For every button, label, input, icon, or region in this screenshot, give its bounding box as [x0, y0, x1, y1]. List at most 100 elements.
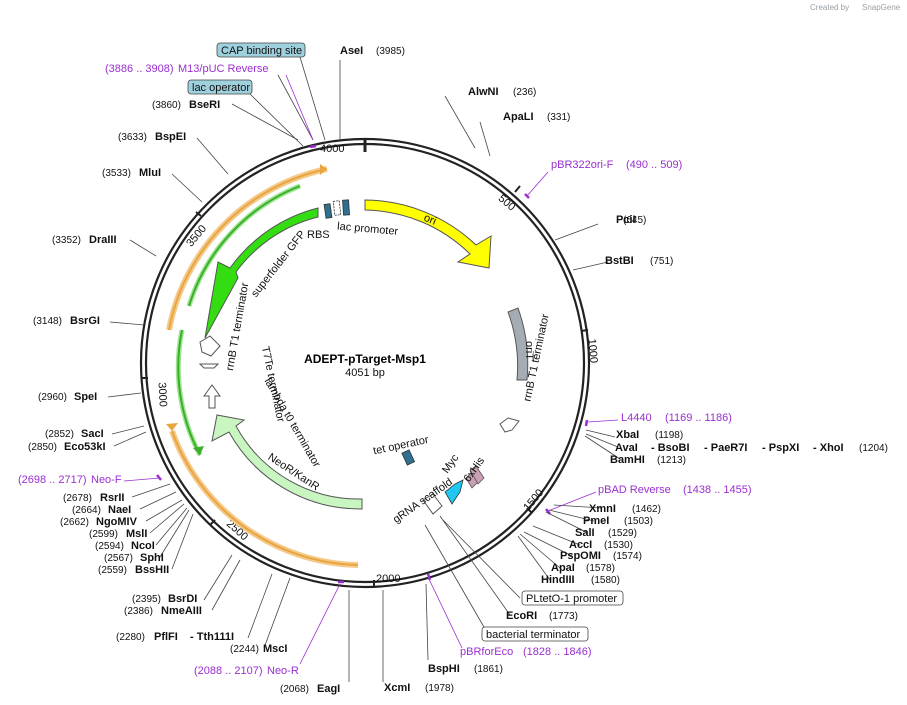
tick-label-3000: 3000 — [156, 382, 169, 407]
cyan-arrow-feature[interactable] — [444, 479, 464, 505]
site-apali[interactable]: ApaLI — [503, 111, 534, 123]
leader-lines — [107, 56, 621, 682]
site-rsrii[interactable]: RsrII — [100, 492, 124, 504]
site-xhoi[interactable]: - XhoI — [813, 442, 844, 454]
site-avai[interactable]: AvaI — [615, 442, 638, 454]
site-apai[interactable]: ApaI — [551, 562, 575, 574]
site-pmei[interactable]: PmeI — [583, 515, 609, 527]
site-xmni[interactable]: XmnI — [589, 503, 616, 515]
site-bsrdi[interactable]: BsrDI — [168, 593, 197, 605]
site-bamhi[interactable]: BamHI — [610, 454, 645, 466]
site-spei[interactable]: SpeI — [74, 391, 97, 403]
primer-pbrforeco-name: pBRforEco — [460, 646, 513, 658]
site-bamhi-coord: (1213) — [657, 455, 686, 466]
site-xcmi[interactable]: XcmI — [384, 682, 410, 694]
site-bsobi[interactable]: - BsoBI — [651, 442, 690, 454]
site-rsrii-coord: (2678) — [63, 493, 92, 504]
tet-operator-feature[interactable] — [401, 449, 416, 466]
boxed-cap-binding-site[interactable]: CAP binding site — [216, 42, 306, 58]
site-alwni[interactable]: AlwNI — [468, 86, 499, 98]
boxed-lac-operator[interactable]: lac operator — [187, 79, 253, 95]
site-paer7i[interactable]: - PaeR7I — [704, 442, 747, 454]
primer-neor-coord: (2088 .. 2107) — [194, 665, 263, 677]
boxed-pltet-promoter[interactable]: PLtetO-1 promoter — [521, 590, 624, 606]
site-pcii[interactable]: PciI — [616, 214, 636, 226]
lac-promoter-label: lac promoter — [337, 221, 399, 238]
site-bsrgi-coord: (3148) — [33, 316, 62, 327]
orit-feature[interactable] — [507, 307, 529, 381]
site-nmeaiii[interactable]: NmeAIII — [161, 605, 202, 617]
site-bsrgi[interactable]: BsrGI — [70, 315, 100, 327]
site-bsphi-coord: (1861) — [474, 664, 503, 675]
site-eco53ki[interactable]: Eco53kI — [64, 441, 106, 453]
site-hindiii[interactable]: HindIII — [541, 574, 575, 586]
plasmid-name: ADEPT-pTarget-Msp1 — [304, 352, 426, 366]
rrnb-terminator-left[interactable] — [199, 335, 221, 357]
rbs-feature[interactable] — [323, 203, 333, 219]
site-msci-coord: (2244) — [230, 644, 259, 655]
site-saci[interactable]: SacI — [81, 428, 104, 440]
primer-leader-lines — [123, 74, 619, 665]
primer-m13-name: M13/pUC Reverse — [178, 63, 268, 75]
site-acci[interactable]: AccI — [569, 539, 592, 551]
site-bsphi[interactable]: BspHI — [428, 663, 460, 675]
lambda-t0-terminator-feature[interactable] — [203, 384, 221, 409]
6xhis-label: 6xHis — [461, 455, 487, 485]
primer-m13-coord: (3886 .. 3908) — [105, 63, 174, 75]
site-bsshii-coord: (2559) — [98, 565, 127, 576]
t7te-terminator-feature[interactable] — [198, 363, 220, 369]
rrnb-terminator-right[interactable] — [499, 417, 520, 433]
grna-scaffold-feature[interactable] — [422, 493, 443, 515]
orange-arc-upper-head — [320, 164, 327, 175]
site-bsrdi-coord: (2395) — [132, 594, 161, 605]
site-bseri[interactable]: BseRI — [189, 99, 220, 111]
superfolder-gfp-feature[interactable] — [204, 207, 319, 339]
site-bstbi[interactable]: BstBI — [605, 255, 634, 267]
site-mlui[interactable]: MluI — [139, 167, 161, 179]
orange-arc-lower — [171, 430, 359, 566]
green-arc-head — [193, 446, 204, 455]
site-ngomiv-coord: (2662) — [60, 517, 89, 528]
lac-promoter-feature[interactable] — [342, 199, 350, 216]
site-tth111i[interactable]: - Tth111I — [190, 631, 234, 643]
site-pcii-coord: (645) — [623, 215, 646, 226]
site-naei-coord: (2664) — [72, 505, 101, 516]
site-naei[interactable]: NaeI — [108, 504, 131, 516]
site-hindiii-coord: (1580) — [591, 575, 620, 586]
tick-label-1000: 1000 — [585, 338, 599, 363]
site-ngomiv[interactable]: NgoMIV — [96, 516, 138, 528]
site-bspei[interactable]: BspEI — [155, 131, 186, 143]
neor-kanr-feature[interactable] — [211, 414, 363, 510]
site-ecori[interactable]: EcoRI — [506, 610, 537, 622]
site-pmei-coord: (1503) — [624, 516, 653, 527]
site-xbai[interactable]: XbaI — [616, 429, 639, 441]
site-ncoi-coord: (2594) — [95, 541, 124, 552]
site-msci[interactable]: MscI — [263, 643, 287, 655]
site-ncoi[interactable]: NcoI — [131, 540, 155, 552]
site-pflfi[interactable]: PflFI — [154, 631, 178, 643]
site-sali[interactable]: SalI — [575, 527, 595, 539]
site-eagi[interactable]: EagI — [317, 683, 340, 695]
created-by-text: Created by — [810, 3, 849, 12]
site-bsshii[interactable]: BssHII — [135, 564, 169, 576]
site-eco53ki-coord: (2850) — [28, 442, 57, 453]
primer-pbr322-coord: (490 .. 509) — [626, 159, 682, 171]
ori-feature[interactable] — [364, 199, 492, 269]
tick-1500 — [526, 507, 533, 514]
site-pspxi[interactable]: - PspXI — [762, 442, 799, 454]
site-draiii[interactable]: DraIII — [89, 234, 117, 246]
6xhis-feature[interactable] — [469, 465, 485, 485]
site-apali-coord: (331) — [547, 112, 570, 123]
site-sphi[interactable]: SphI — [140, 552, 164, 564]
lac-operator-block[interactable] — [332, 200, 342, 216]
boxed-bacterial-terminator[interactable]: bacterial terminator — [481, 626, 589, 642]
site-xmni-coord: (1462) — [632, 504, 661, 515]
primer-mark-pbad — [545, 508, 551, 515]
ori-label: ori — [422, 212, 438, 228]
site-mslii[interactable]: MslI — [126, 528, 147, 540]
site-pspomi[interactable]: PspOMI — [560, 550, 601, 562]
site-asei[interactable]: AseI — [340, 45, 363, 57]
primer-neor-name: Neo-R — [267, 665, 299, 677]
site-pflfi-coord: (2280) — [116, 632, 145, 643]
